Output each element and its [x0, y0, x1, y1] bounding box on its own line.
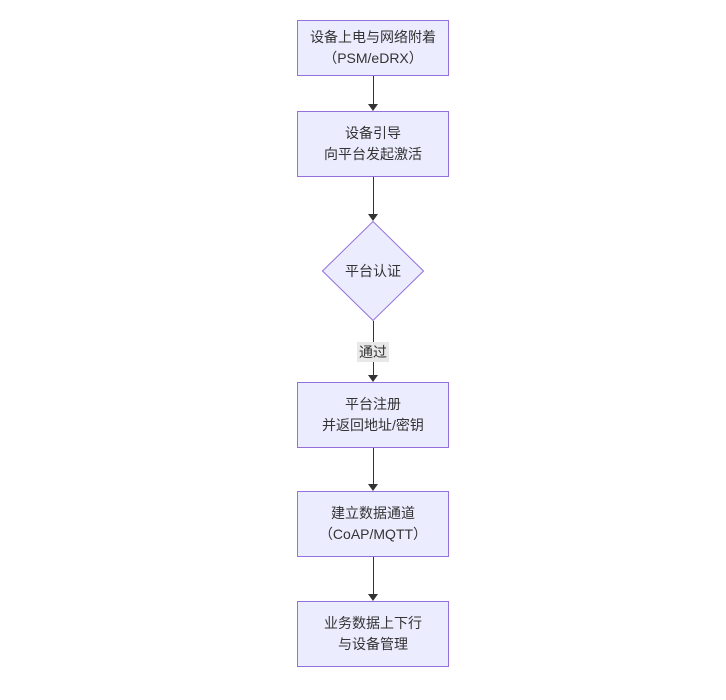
node-channel: 建立数据通道 （CoAP/MQTT）	[297, 491, 449, 557]
arrowhead-icon	[368, 594, 378, 601]
arrow-power-to-bootstrap	[293, 76, 453, 111]
node-business-line2: 与设备管理	[338, 636, 408, 652]
node-power-attach: 设备上电与网络附着 （PSM/eDRX）	[297, 20, 449, 76]
node-channel-line1: 建立数据通道	[331, 505, 415, 521]
arrow-bootstrap-to-auth	[293, 177, 453, 221]
node-register: 平台注册 并返回地址/密钥	[297, 382, 449, 448]
arrow-auth-to-register: 通过	[293, 321, 453, 382]
arrow-channel-to-business	[293, 557, 453, 601]
node-power-attach-line2: （PSM/eDRX）	[323, 50, 423, 66]
edge-label-pass: 通过	[357, 341, 389, 362]
arrowhead-icon	[368, 375, 378, 382]
node-bootstrap-line2: 向平台发起激活	[324, 146, 422, 162]
arrow-shaft	[372, 177, 374, 214]
arrow-register-to-channel	[293, 448, 453, 491]
node-bootstrap: 设备引导 向平台发起激活	[297, 111, 449, 177]
arrow-shaft	[372, 448, 374, 484]
arrowhead-icon	[368, 104, 378, 111]
arrow-shaft	[372, 557, 374, 594]
node-channel-line2: （CoAP/MQTT）	[318, 526, 428, 542]
node-auth-label: 平台认证	[345, 263, 401, 279]
node-auth-decision: 平台认证	[322, 221, 424, 321]
arrowhead-icon	[368, 484, 378, 491]
node-business-line1: 业务数据上下行	[324, 615, 422, 631]
node-business: 业务数据上下行 与设备管理	[297, 601, 449, 667]
node-bootstrap-line1: 设备引导	[345, 125, 401, 141]
node-register-line2: 并返回地址/密钥	[322, 417, 424, 433]
flowchart: 设备上电与网络附着 （PSM/eDRX） 设备引导 向平台发起激活 平台认证 通…	[293, 20, 453, 667]
arrowhead-icon	[368, 214, 378, 221]
node-power-attach-line1: 设备上电与网络附着	[310, 29, 436, 45]
diamond-shape	[322, 221, 424, 321]
node-register-line1: 平台注册	[345, 396, 401, 412]
arrow-shaft	[372, 76, 374, 104]
